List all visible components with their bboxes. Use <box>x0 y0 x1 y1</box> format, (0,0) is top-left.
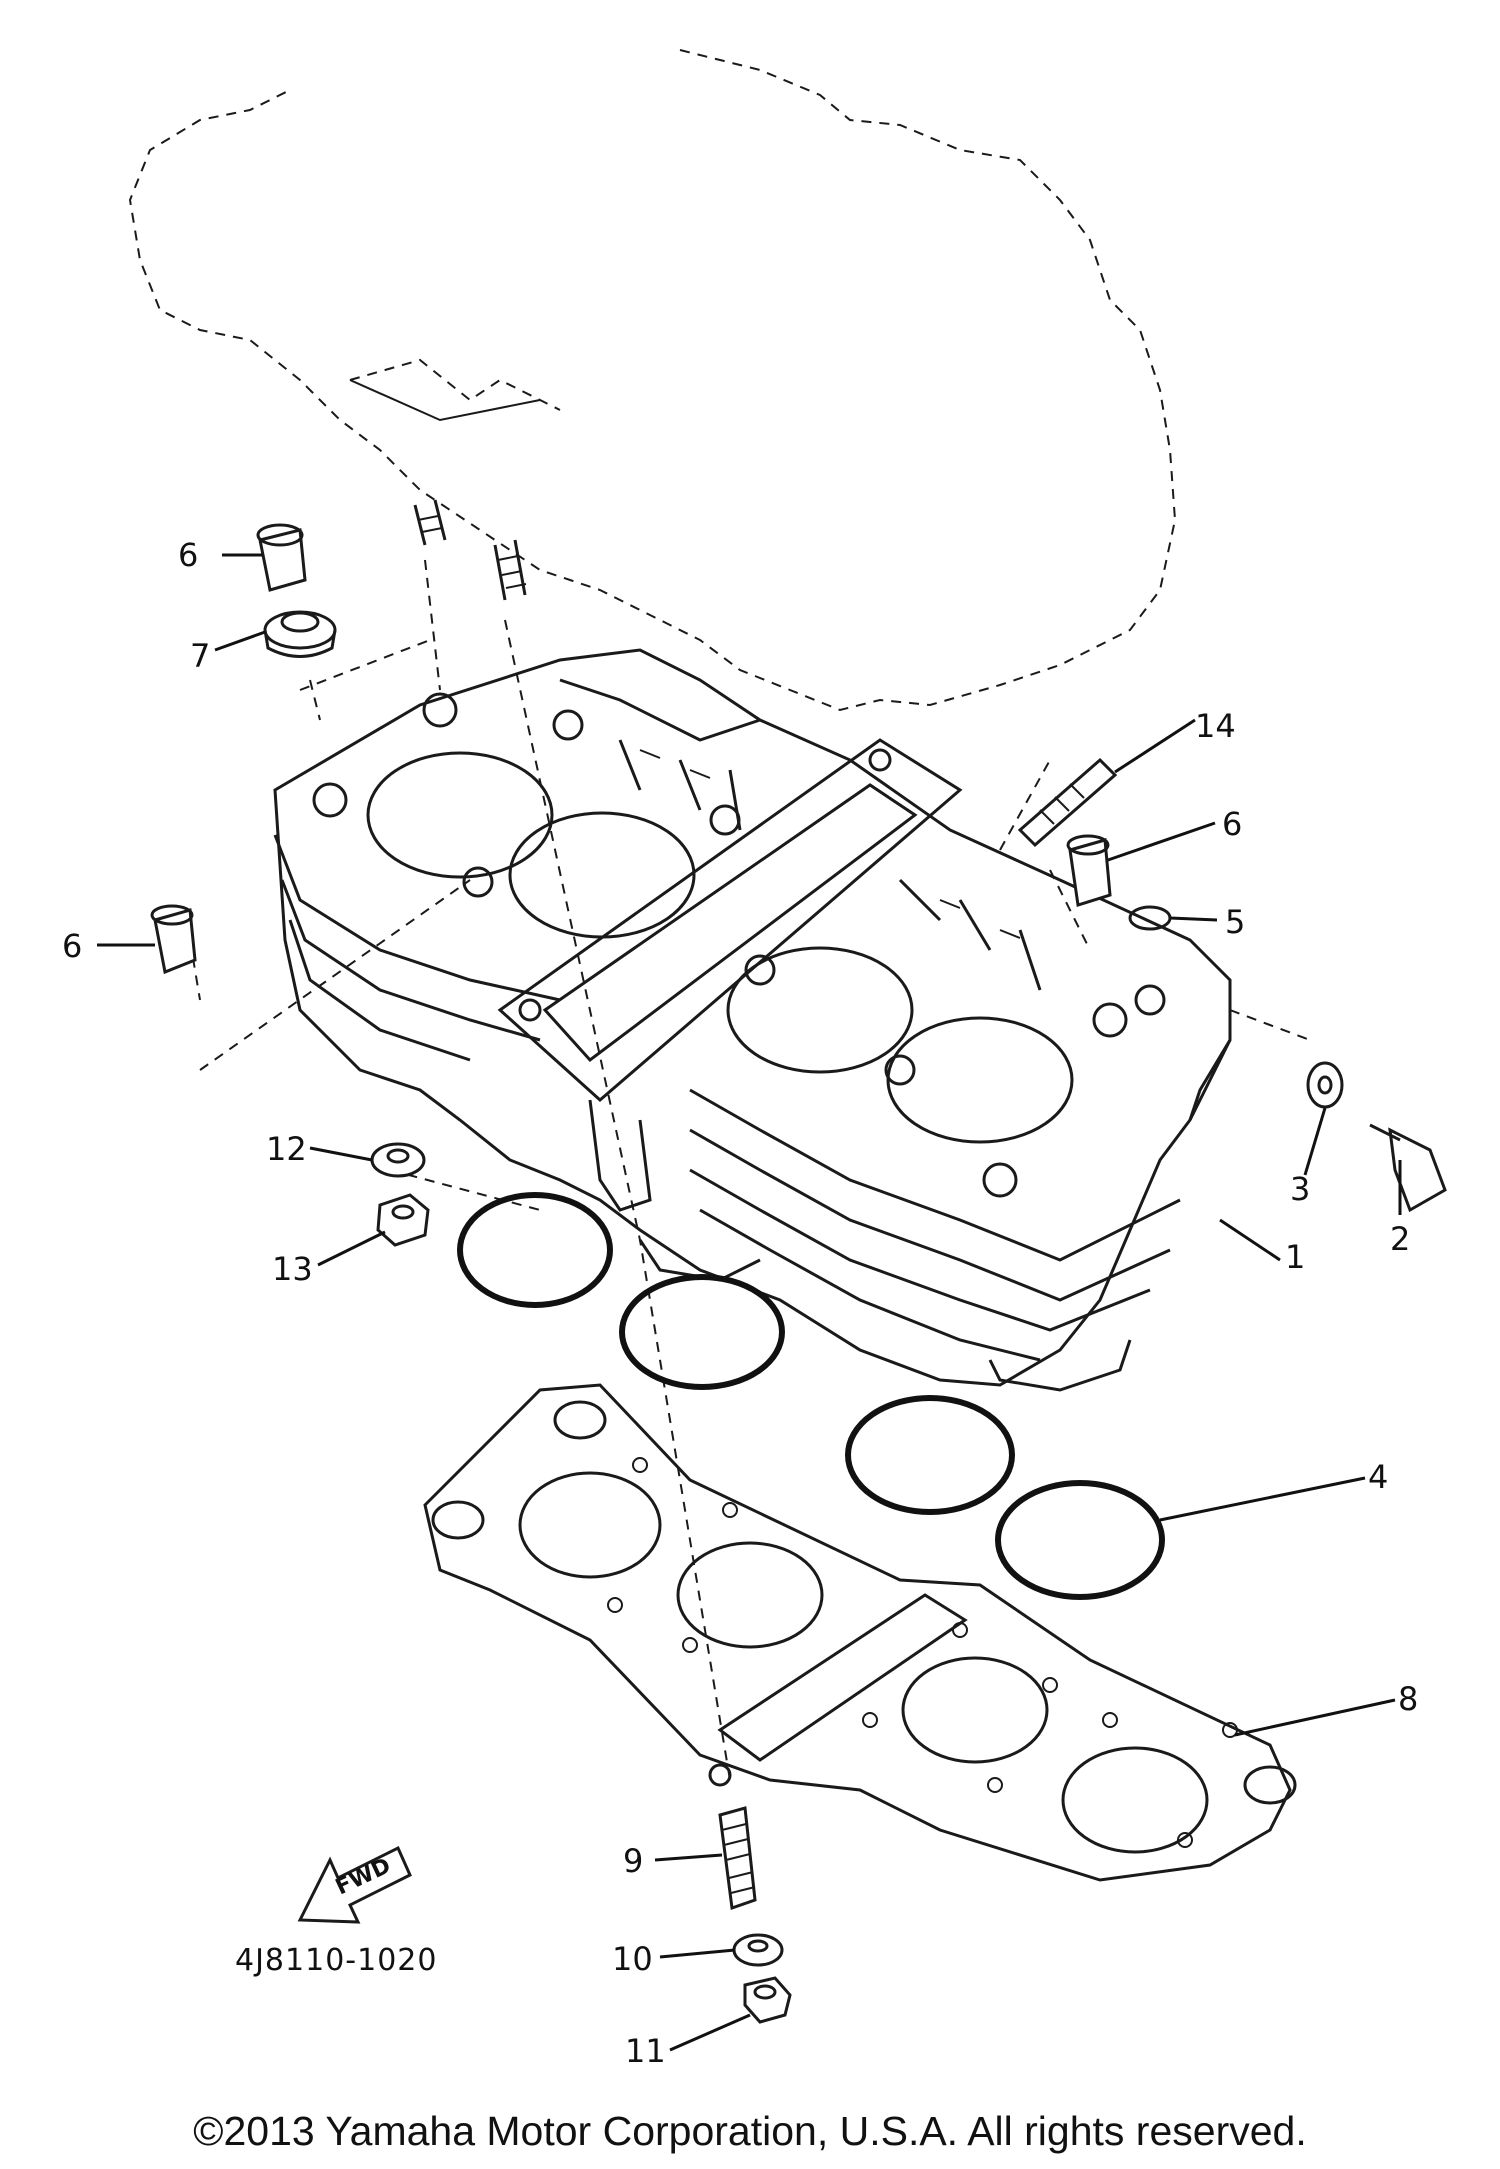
gasket-bore-4 <box>1061 1746 1209 1854</box>
stud-bolt-bottom <box>718 1806 757 1911</box>
small-parts <box>150 523 1447 2024</box>
bore-3 <box>726 946 914 1074</box>
gasket-bore-1 <box>518 1471 662 1579</box>
dowel-pin-upper-left <box>256 523 307 592</box>
gasket-bore-2 <box>676 1541 824 1649</box>
o-rings <box>457 1192 1165 1600</box>
cylinder-block <box>273 648 1232 1392</box>
bore-4 <box>886 1016 1074 1144</box>
leader-lines <box>97 553 1402 2052</box>
base-gasket <box>423 1383 1297 1882</box>
callout-2: 2 <box>1390 1220 1410 1258</box>
callout-6-upper-left: 6 <box>178 536 198 574</box>
forward-direction-arrow: FWD <box>297 1845 412 1924</box>
dowel-pin-left <box>150 904 197 975</box>
crankcase-outline <box>128 49 1177 712</box>
callout-3: 3 <box>1290 1170 1310 1208</box>
callout-13: 13 <box>272 1250 313 1288</box>
nut-bottom <box>743 1976 792 2024</box>
callout-8: 8 <box>1398 1680 1418 1718</box>
callout-9: 9 <box>623 1842 643 1880</box>
callout-7: 7 <box>190 637 210 675</box>
washer-bottom <box>732 1933 784 1967</box>
callout-10: 10 <box>612 1940 653 1978</box>
callout-1: 1 <box>1285 1238 1305 1276</box>
callout-4: 4 <box>1368 1458 1388 1496</box>
callout-11: 11 <box>625 2032 666 2070</box>
o-ring-4 <box>995 1480 1165 1600</box>
copyright-notice: ©2013 Yamaha Motor Corporation, U.S.A. A… <box>193 2108 1307 2154</box>
dowel-pin-right <box>1066 834 1112 907</box>
gasket-bore-3 <box>901 1656 1049 1764</box>
fwd-label: FWD <box>332 1853 395 1900</box>
diagram-part-code: 4J8110-1020 <box>235 1943 437 1978</box>
o-ring-2 <box>619 1274 785 1390</box>
washer <box>1306 1061 1344 1109</box>
callout-5: 5 <box>1225 903 1245 941</box>
nut-lower <box>376 1193 430 1247</box>
o-ring-small <box>1128 905 1172 931</box>
callout-14: 14 <box>1195 707 1236 745</box>
callout-6-right: 6 <box>1222 805 1242 843</box>
plug-sensor <box>1369 1123 1447 1213</box>
bore-2 <box>508 811 696 939</box>
callout-12: 12 <box>266 1130 307 1168</box>
washer-lower <box>370 1142 426 1178</box>
callouts: 6 7 6 14 6 5 3 2 1 4 8 9 10 11 12 13 <box>62 536 1418 2070</box>
o-ring-1 <box>457 1192 613 1308</box>
callout-6-left: 6 <box>62 927 82 965</box>
crankcase-studs <box>413 499 527 601</box>
o-ring-3 <box>845 1395 1015 1515</box>
seal-cap <box>263 610 337 658</box>
stud-bolt-top <box>1017 757 1118 848</box>
bore-1 <box>366 751 554 879</box>
alignment-lines <box>189 559 1311 1781</box>
